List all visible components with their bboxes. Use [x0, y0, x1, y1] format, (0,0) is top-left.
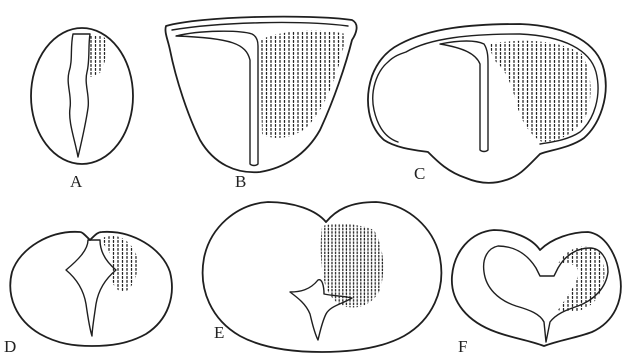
panel-b: B: [165, 17, 356, 191]
panel-f-stippled-region: [558, 246, 604, 311]
panel-b-rim: [172, 23, 348, 30]
panel-b-canal: [176, 31, 258, 165]
panel-d-label: D: [4, 337, 16, 356]
panel-f: F: [452, 230, 621, 356]
panel-c-label: C: [414, 164, 425, 183]
panel-b-label: B: [235, 172, 246, 191]
panel-d-stippled-region: [102, 236, 138, 292]
panel-e: E: [203, 202, 442, 352]
panel-c: C: [368, 24, 606, 183]
panel-f-label: F: [458, 337, 467, 356]
panel-e-label: E: [214, 323, 224, 342]
panel-b-stippled-region: [260, 31, 346, 138]
panel-e-outline: [203, 202, 442, 352]
panel-d-outline: [10, 232, 172, 346]
panel-d-canal: [66, 240, 116, 336]
panel-a-canal: [68, 34, 90, 157]
panel-c-canal: [440, 41, 488, 152]
panel-a-label: A: [70, 172, 83, 191]
panel-a: A: [31, 28, 133, 191]
panel-d: D: [4, 232, 172, 356]
panel-a-stippled-region: [88, 35, 106, 77]
panel-e-stippled-region: [321, 224, 384, 308]
panel-a-outline: [31, 28, 133, 164]
panel-c-stippled-region: [490, 41, 591, 142]
